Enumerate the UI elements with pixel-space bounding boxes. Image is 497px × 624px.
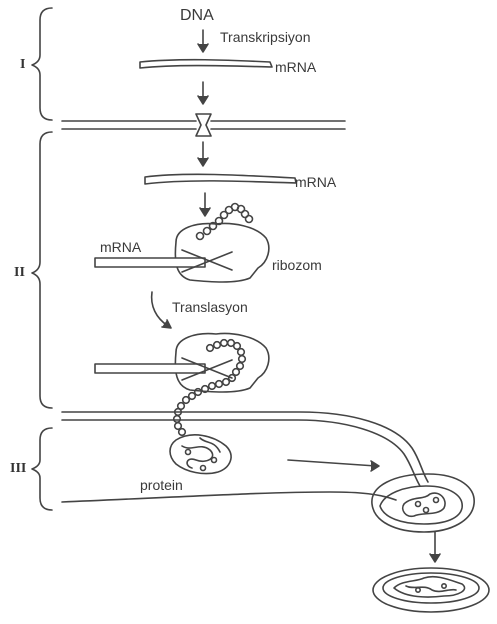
transcription-label: Transkripsiyon <box>220 30 311 44</box>
mrna-middle-label: mRNA <box>295 175 336 189</box>
mrna-left-label: mRNA <box>100 240 141 254</box>
arrow-to-vesicle <box>288 460 379 471</box>
nuclear-membrane <box>62 114 345 136</box>
ribosome-label: ribozom <box>272 258 322 272</box>
stage-label-2: II <box>14 266 25 280</box>
brace-stage-1 <box>32 8 52 120</box>
stage-label-1: I <box>20 58 25 72</box>
mrna-top-label: mRNA <box>275 60 316 74</box>
er-membrane-lower <box>62 420 420 486</box>
vesicle <box>372 474 474 532</box>
arrow-to-secretion <box>430 532 440 562</box>
stage-label-3: III <box>10 462 26 476</box>
er-membrane-upper <box>62 412 428 482</box>
arrow-transcription <box>198 30 208 52</box>
arrow-to-pore <box>198 82 208 104</box>
translation-label: Translasyon <box>172 300 248 314</box>
arrow-translation <box>152 292 171 328</box>
nuclear-pore <box>196 114 211 136</box>
secretory-vesicle <box>373 568 489 612</box>
arrow-to-ribosome <box>200 193 210 216</box>
brace-stage-2 <box>32 132 52 408</box>
mrna-strand-top <box>140 60 272 68</box>
folded-protein <box>170 435 231 474</box>
protein-label: protein <box>140 478 183 492</box>
mrna-strand-middle <box>145 174 296 184</box>
arrow-to-cytoplasm <box>198 142 208 166</box>
dna-label: DNA <box>180 8 214 24</box>
er-membrane-bottom <box>62 492 396 502</box>
brace-stage-3 <box>32 428 52 510</box>
